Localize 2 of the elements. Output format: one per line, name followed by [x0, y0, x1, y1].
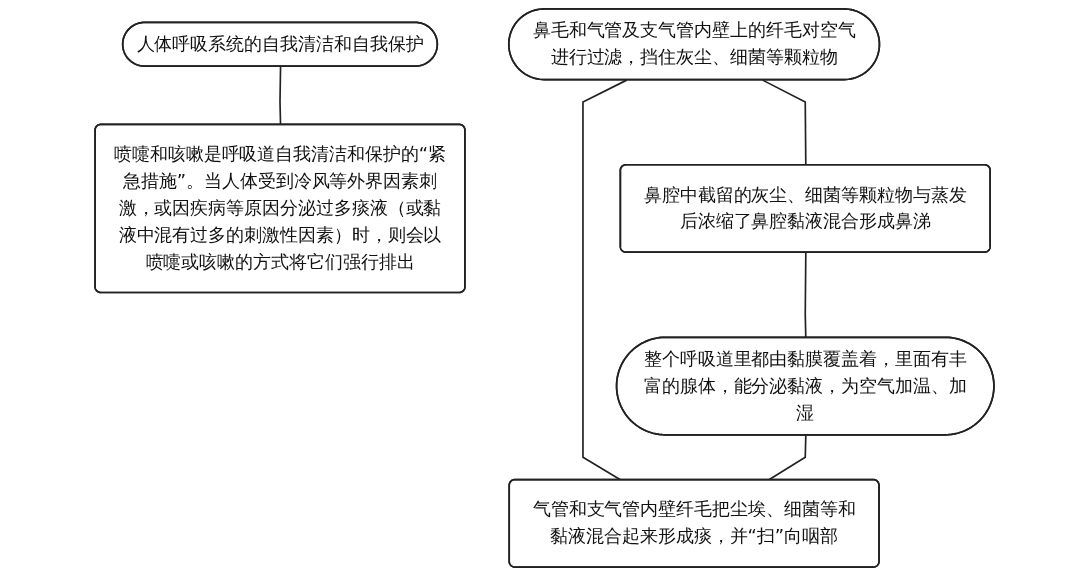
- connector: [804, 251, 807, 339]
- connector: [279, 65, 282, 126]
